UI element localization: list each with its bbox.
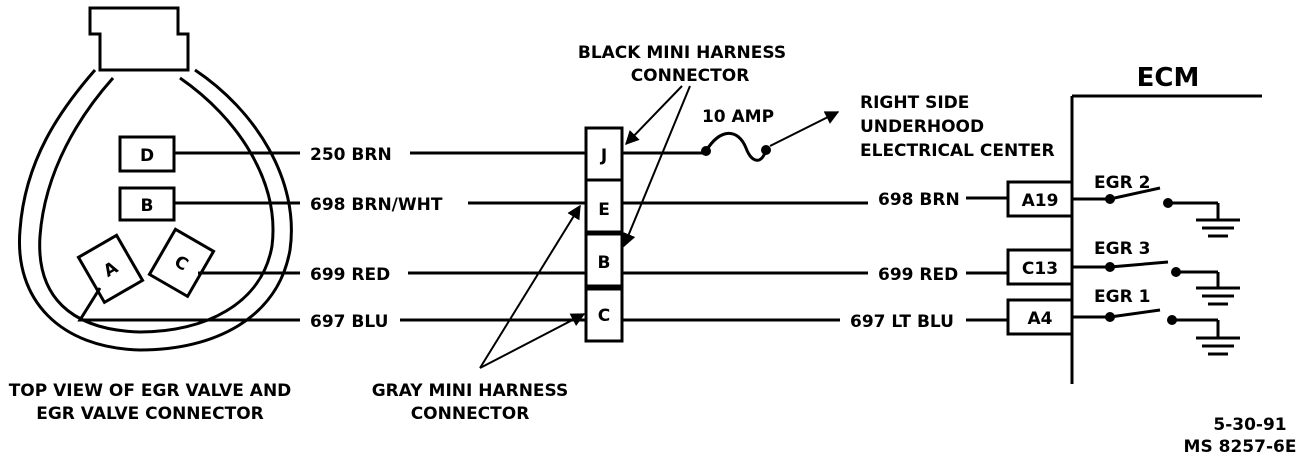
fuse-dest-line3: ELECTRICAL CENTER [860,141,1055,161]
harness-pin-j [584,126,624,182]
harness-pin-e-label: E [598,200,610,220]
wire-698-label: 698 BRN/WHT [310,195,443,215]
footer-date: 5-30-91 [1213,415,1286,435]
wire-697-right-label: 697 LT BLU [850,312,954,332]
egr-valve: D B A C [17,6,300,352]
ecm-pin-c13-label: C13 [1022,259,1058,279]
ecm-pin-c13 [1006,248,1074,286]
egr-caption-line1: TOP VIEW OF EGR VALVE AND [9,381,292,401]
gray-harness-label-line2: CONNECTOR [411,404,530,424]
ecm-pin-a19 [1006,180,1074,218]
egr1-switch [1072,308,1240,356]
harness-pin-j-label: J [600,146,607,166]
egr-valve-outer-body [17,68,293,352]
harness-pin-b [584,232,624,288]
ecm: A19 C13 A4 [1006,94,1262,384]
egr2-label: EGR 2 [1094,173,1150,193]
egr-caption-line2: EGR VALVE CONNECTOR [36,404,264,424]
wire-250-label: 250 BRN [310,145,392,165]
harness-pin-c-label: C [598,306,610,326]
fuse-feed-arrow [769,111,840,147]
left-wires: 250 BRN 698 BRN/WHT 699 RED 697 BLU [174,145,588,332]
footer-reference: MS 8257-6E [1184,437,1297,456]
fuse-element [704,131,768,162]
right-wires: 698 BRN 699 RED 697 LT BLU [622,190,1010,332]
gray-harness-arrow-e [479,204,581,369]
egr-pin-b-label: B [141,196,154,216]
fuse-dest-line1: RIGHT SIDE [860,93,969,113]
egr3-label: EGR 3 [1094,239,1150,259]
egr-pin-a [76,233,145,305]
harness-pin-b-label: B [598,253,611,273]
harness-pin-c [584,287,624,343]
egr1-label: EGR 1 [1094,287,1150,307]
fuse-dest-line2: UNDERHOOD [860,117,984,137]
gray-harness-arrow-c [479,313,586,369]
egr3-switch [1072,260,1240,306]
fuse [622,111,840,162]
egr-valve-inner-outline [38,76,275,334]
harness-pin-e [584,178,624,234]
mini-harness-connector: J E B C [584,126,624,343]
ecm-pin-a4-label: A4 [1028,309,1053,329]
wire-698-right-label: 698 BRN [878,190,960,210]
wire-699-right-label: 699 RED [878,265,958,285]
black-harness-arrow-j [625,85,683,146]
gray-harness-label-line1: GRAY MINI HARNESS [372,381,569,401]
black-harness-label-line1: BLACK MINI HARNESS [578,43,786,63]
fuse-rating-label: 10 AMP [702,107,774,127]
black-harness-arrow-b [622,85,691,248]
egr2-switch [1072,186,1240,238]
ecm-title: ECM [1137,63,1200,93]
wire-697-label: 697 BLU [310,312,388,332]
ecm-pin-a19-label: A19 [1022,191,1059,211]
egr-valve-tab [88,6,190,72]
egr-pin-d-label: D [140,146,154,166]
wire-699-label: 699 RED [310,265,390,285]
fuse-terminal-right [761,145,771,155]
black-harness-label-line2: CONNECTOR [631,66,750,86]
egr-pin-a-lead [77,287,300,322]
ecm-pin-a4 [1006,298,1074,336]
